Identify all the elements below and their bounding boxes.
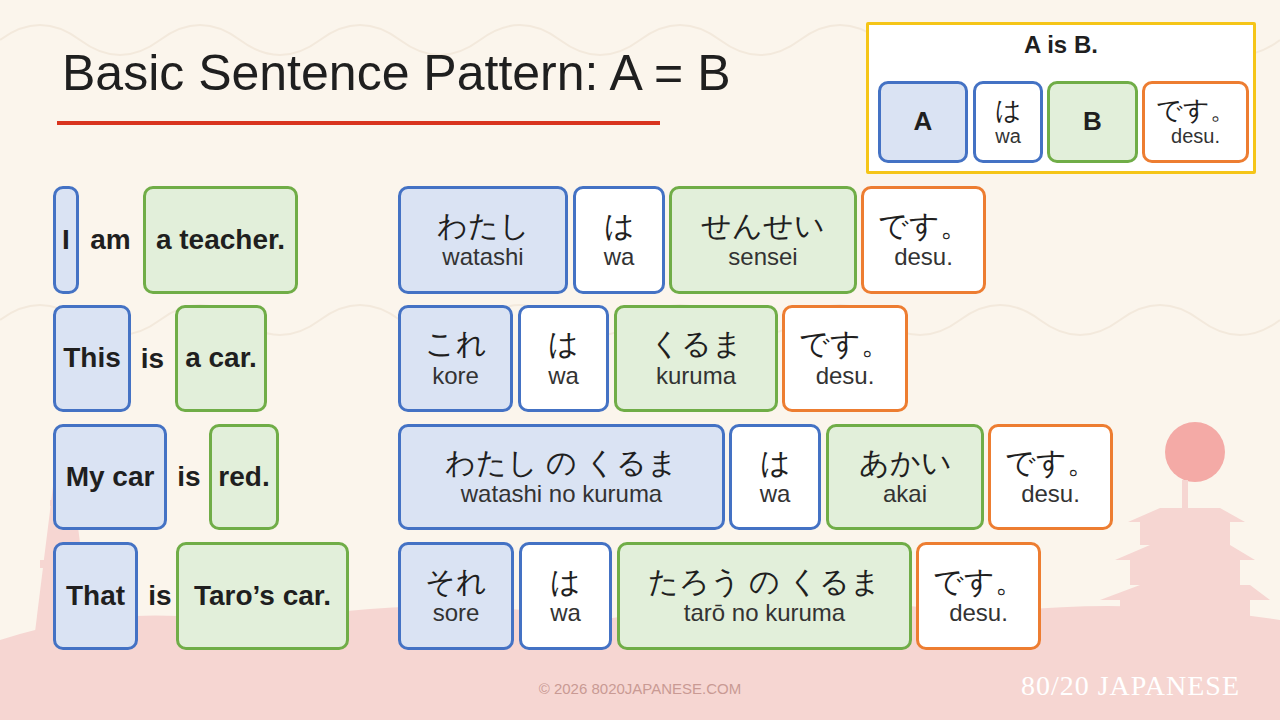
- box-text: わたし の くるま: [445, 446, 679, 481]
- title-underline: [57, 121, 660, 125]
- box-text: それ: [425, 565, 487, 600]
- skyline: [0, 430, 1280, 720]
- box-text: です。: [1005, 446, 1097, 481]
- box-text: Taro’s car.: [194, 580, 331, 612]
- logo-text: 80/20 JAPANESE: [1021, 670, 1240, 702]
- predicate-box: あかいakai: [826, 424, 984, 530]
- box-text: せんせい: [701, 209, 825, 244]
- romaji-text: wa: [604, 243, 635, 271]
- box-text: くるま: [650, 327, 743, 362]
- romaji-text: watashi no kuruma: [461, 480, 662, 508]
- box-text: a car.: [185, 342, 257, 374]
- romaji-text: wa: [550, 599, 581, 627]
- box-text: は: [548, 327, 579, 362]
- predicate-box: a car.: [175, 305, 267, 412]
- box-text: A: [914, 107, 933, 137]
- subject-box: A: [878, 81, 968, 163]
- romaji-text: sensei: [728, 243, 797, 271]
- romaji-text: desu.: [949, 599, 1008, 627]
- predicate-box: たろう の くるまtarō no kuruma: [617, 542, 912, 650]
- romaji-text: kuruma: [656, 362, 736, 390]
- copula-box: です。desu.: [916, 542, 1041, 650]
- box-text: です。: [799, 327, 891, 362]
- box-text: です。: [933, 565, 1025, 600]
- predicate-box: くるまkuruma: [614, 305, 778, 412]
- romaji-text: desu.: [1171, 125, 1220, 148]
- box-text: これ: [425, 327, 487, 362]
- box-text: たろう の くるま: [648, 565, 882, 600]
- verb-word: is: [141, 343, 164, 375]
- box-text: My car: [66, 461, 155, 493]
- romaji-text: tarō no kuruma: [684, 599, 845, 627]
- subject-box: それsore: [398, 542, 514, 650]
- box-text: B: [1083, 107, 1102, 137]
- particle-box: はwa: [518, 305, 609, 412]
- box-text: That: [66, 580, 125, 612]
- subject-box: わたしwatashi: [398, 186, 568, 294]
- box-text: わたし: [437, 209, 530, 244]
- romaji-text: wa: [995, 125, 1021, 148]
- box-text: red.: [218, 461, 269, 493]
- verb-word: am: [90, 224, 130, 256]
- box-text: は: [995, 96, 1022, 126]
- verb-word: is: [148, 580, 171, 612]
- subject-box: That: [53, 542, 138, 650]
- romaji-text: kore: [432, 362, 479, 390]
- particle-box: はwa: [573, 186, 665, 294]
- particle-box: はwa: [729, 424, 821, 530]
- box-text: は: [550, 565, 581, 600]
- subject-box: これkore: [398, 305, 513, 412]
- predicate-box: B: [1047, 81, 1138, 163]
- box-text: です。: [878, 209, 970, 244]
- romaji-text: akai: [883, 480, 927, 508]
- romaji-text: wa: [548, 362, 579, 390]
- box-text: です。: [1156, 96, 1236, 126]
- copula-box: です。desu.: [1142, 81, 1249, 163]
- title: Basic Sentence Pattern: A = B: [62, 44, 730, 102]
- box-text: a teacher.: [156, 224, 285, 256]
- copula-box: です。desu.: [861, 186, 986, 294]
- box-text: あかい: [859, 446, 952, 481]
- subject-box: I: [53, 186, 79, 294]
- pattern-panel: A is B. A はwa B です。desu.: [866, 22, 1256, 174]
- romaji-text: sore: [433, 599, 480, 627]
- verb-word: is: [177, 461, 200, 493]
- box-text: は: [760, 446, 791, 481]
- copula-box: です。desu.: [988, 424, 1113, 530]
- particle-box: はwa: [973, 81, 1043, 163]
- subject-box: This: [53, 305, 131, 412]
- copula-box: です。desu.: [782, 305, 908, 412]
- box-text: は: [604, 209, 635, 244]
- subject-box: My car: [53, 424, 167, 530]
- predicate-box: せんせいsensei: [669, 186, 857, 294]
- panel-heading: A is B.: [1024, 31, 1098, 59]
- box-text: I: [62, 224, 70, 256]
- predicate-box: red.: [209, 424, 279, 530]
- sun: [1165, 422, 1225, 482]
- subject-box: わたし の くるまwatashi no kuruma: [398, 424, 725, 530]
- predicate-box: Taro’s car.: [176, 542, 349, 650]
- predicate-box: a teacher.: [143, 186, 298, 294]
- romaji-text: desu.: [1021, 480, 1080, 508]
- romaji-text: desu.: [894, 243, 953, 271]
- copyright: © 2026 8020JAPANESE.COM: [539, 680, 742, 697]
- particle-box: はwa: [519, 542, 612, 650]
- romaji-text: desu.: [816, 362, 875, 390]
- romaji-text: wa: [760, 480, 791, 508]
- box-text: This: [63, 342, 121, 374]
- romaji-text: watashi: [442, 243, 523, 271]
